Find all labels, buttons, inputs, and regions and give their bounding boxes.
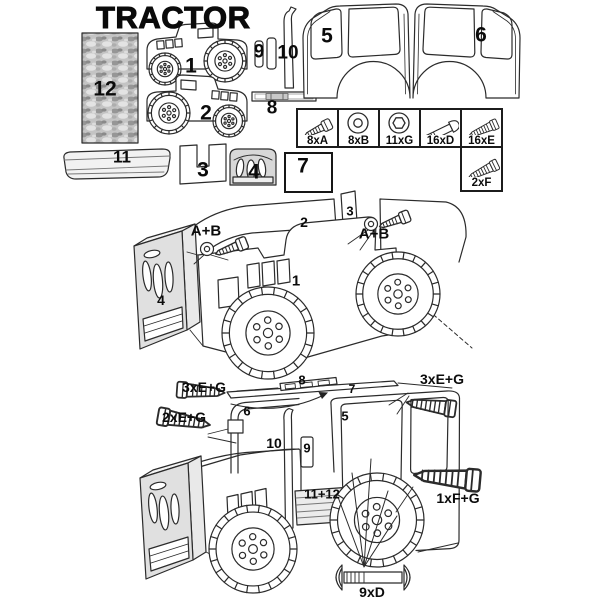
part-label-8: 8	[266, 97, 278, 119]
part-slat-11	[63, 148, 171, 180]
hardware-cell-g: 11xG	[378, 108, 421, 148]
part-label-12: 12	[93, 77, 117, 101]
step2-label-5: 5	[341, 408, 349, 424]
washer-icon	[347, 112, 369, 134]
hex-cap-nut-icon	[388, 112, 410, 134]
part-label-6: 6	[475, 23, 487, 47]
step2-callout-roof-left: 3xE+G	[182, 379, 226, 395]
hardware-cell-d: 16xD	[419, 108, 462, 148]
step1-callout-right: A+B	[358, 225, 390, 243]
step2-callout-axle: 9xD	[359, 584, 385, 600]
step1-label-2: 2	[300, 214, 308, 230]
part-label-4: 4	[248, 160, 260, 184]
step2-axle-fan-lines	[337, 458, 398, 568]
step2-side-panel-9	[300, 436, 314, 468]
hardware-qty-d: 16xD	[426, 135, 455, 147]
hardware-cell-e: 16xE	[460, 108, 503, 148]
part-box-7	[284, 152, 333, 193]
hardware-cell-b: 8xB	[337, 108, 380, 148]
step2-roof-bar	[279, 376, 338, 392]
step1-label-1: 1	[291, 272, 301, 290]
step2-callout-rear: 1xF+G	[436, 490, 480, 506]
part-cab-side-6	[412, 3, 521, 99]
step2-steering-column	[283, 407, 294, 530]
carriage-bolt-icon	[424, 118, 459, 135]
step2-label-9: 9	[303, 440, 311, 456]
step1-bolt-callout-left	[193, 235, 250, 265]
hardware-qty-e: 16xE	[468, 135, 495, 147]
part-bracket-3	[179, 143, 227, 185]
part-label-1: 1	[185, 54, 197, 78]
hardware-qty-g: 11xG	[385, 135, 414, 147]
wood-screw-icon	[466, 118, 500, 135]
step2-label-7: 7	[348, 382, 356, 396]
part-label-7: 7	[297, 154, 309, 178]
step2-front-grille	[139, 455, 207, 580]
step1-front-grille	[133, 223, 201, 350]
hardware-cell-a: 8xA	[296, 108, 339, 148]
step1-callout-left: A+B	[190, 222, 222, 240]
part-grille-4	[229, 148, 277, 186]
step1-rear-wheel	[355, 251, 441, 337]
part-label-11: 11	[113, 147, 131, 167]
step2-label-1112: 11+12	[304, 486, 340, 502]
page-title: TRACTOR	[95, 0, 251, 36]
part-cab-side-5	[302, 3, 411, 99]
hex-bolt-icon	[301, 117, 334, 135]
hardware-qty-f: 2xF	[471, 177, 492, 189]
hardware-cell-f: 2xF	[460, 146, 503, 192]
step2-label-6: 6	[243, 403, 251, 419]
part-label-3: 3	[197, 158, 209, 182]
step1-front-wheel	[221, 286, 315, 380]
part-label-9: 9	[253, 41, 265, 63]
part-blocks-9	[254, 37, 277, 70]
hardware-qty-b: 8xB	[347, 135, 370, 147]
wood-screw-icon	[465, 158, 500, 177]
hardware-qty-a: 8xA	[306, 135, 329, 147]
step2-label-10: 10	[266, 435, 282, 451]
step1-label-4: 4	[157, 292, 165, 308]
step2-label-8: 8	[298, 372, 306, 388]
step2-cab-front-frame	[227, 397, 300, 474]
step2-arrow	[230, 394, 325, 409]
part-column-10	[283, 6, 297, 89]
step1-diagram	[133, 190, 473, 380]
step2-callout-front: 2xE+G	[162, 409, 206, 425]
part-label-2: 2	[200, 101, 212, 125]
step2-front-wheel	[208, 504, 298, 594]
step2-callout-roof-right: 3xE+G	[420, 371, 464, 387]
step1-bolt-callout-right	[347, 208, 413, 251]
step2-roof-panel	[226, 380, 399, 399]
step2-diagram	[139, 376, 483, 594]
axle-bolt-9xd	[335, 564, 411, 591]
step2-rear-wheel	[329, 472, 425, 568]
part-label-10: 10	[277, 42, 299, 64]
part-label-5: 5	[321, 24, 333, 48]
part-mattress-12	[81, 32, 139, 144]
step1-label-3: 3	[346, 203, 354, 219]
